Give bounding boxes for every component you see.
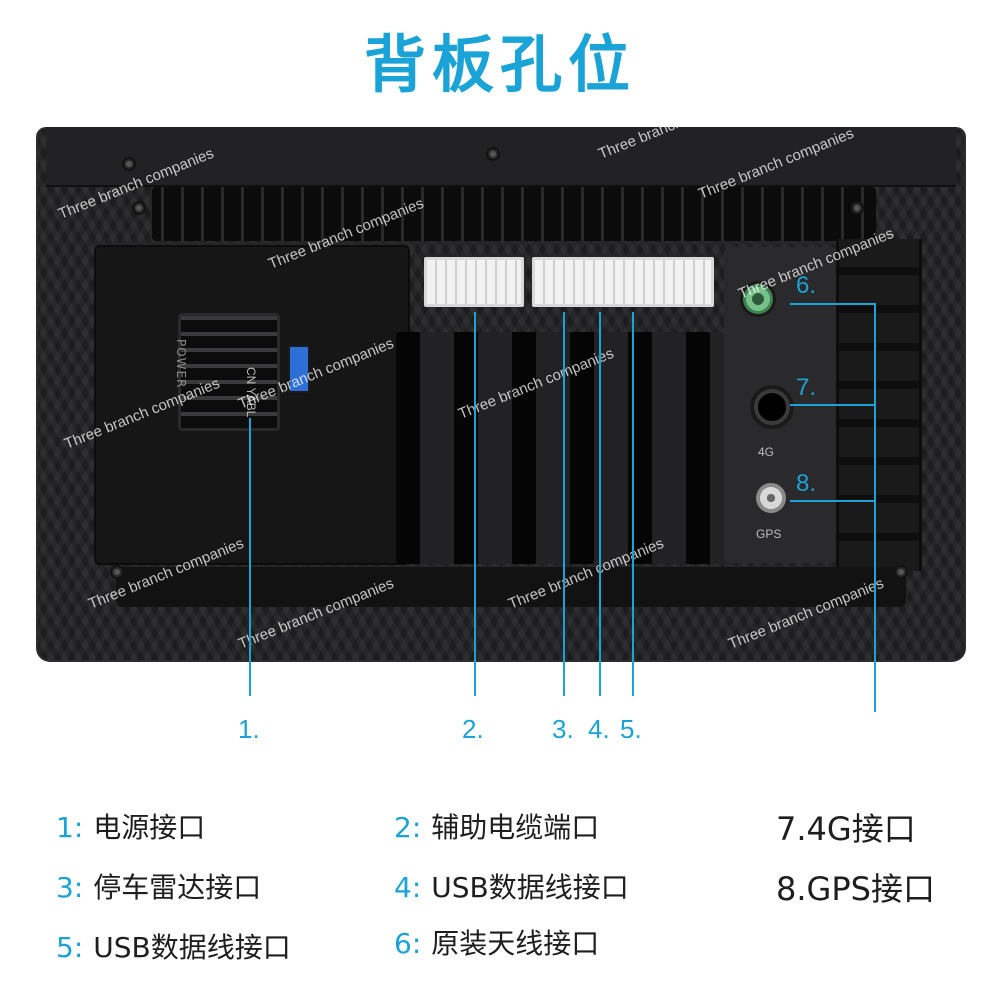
marker-2: 2.	[462, 714, 484, 744]
marker-6: 6.	[796, 272, 817, 299]
screw	[110, 565, 124, 579]
gps-port	[756, 483, 786, 513]
gps-label: GPS	[756, 527, 782, 541]
marker-7: 7.	[796, 374, 817, 401]
legend-item: 8.GPS接口	[776, 870, 935, 908]
screw	[894, 565, 908, 579]
top-flange	[46, 127, 956, 187]
callout-line-4	[599, 312, 601, 696]
callout-hline-7	[790, 404, 876, 406]
heatsink-ribs	[396, 332, 736, 564]
legend-item: 6:原装天线接口	[394, 927, 600, 960]
power-label: POWER	[174, 339, 188, 389]
screw	[122, 157, 136, 171]
marker-1: 1.	[238, 714, 260, 744]
four-g-port	[750, 385, 794, 429]
page-title: 背板孔位	[363, 28, 636, 101]
head-unit-back-panel: POWER CN YABL 4G GPS Three branch compan…	[36, 85, 966, 662]
legend-item: 5:USB数据线接口	[56, 931, 291, 964]
fuse	[288, 345, 310, 393]
callout-line-3	[563, 312, 565, 696]
callout-hline-6	[790, 303, 876, 305]
callout-line-right	[874, 304, 876, 712]
marker-5: 5.	[620, 714, 642, 744]
marker-3: 3.	[552, 714, 574, 744]
aux-port	[424, 257, 524, 307]
screw	[850, 201, 864, 215]
screw	[486, 147, 500, 161]
legend-item: 4:USB数据线接口	[394, 871, 629, 904]
vent-grille	[152, 187, 876, 241]
callout-line-1	[249, 418, 251, 696]
callout-line-5	[632, 312, 634, 696]
legend-item: 1:电源接口	[56, 811, 206, 844]
power-connector	[178, 313, 280, 431]
legend-item: 2:辅助电缆端口	[394, 811, 600, 844]
original-antenna-port	[740, 281, 776, 317]
bottom-bar	[116, 567, 906, 607]
callout-line-2	[474, 312, 476, 696]
screw	[132, 201, 146, 215]
marker-8: 8.	[796, 470, 817, 497]
legend-item: 3:停车雷达接口	[56, 871, 262, 904]
marker-4: 4.	[588, 714, 610, 744]
four-g-label: 4G	[758, 445, 775, 459]
usb-radar-port	[532, 257, 714, 307]
legend-item: 7.4G接口	[776, 810, 916, 848]
callout-hline-8	[790, 500, 876, 502]
